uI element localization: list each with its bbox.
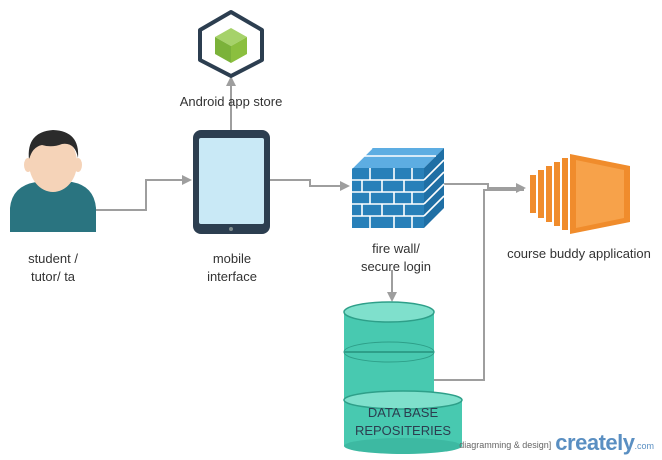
firewall-label-line1: fire wall/ [372,241,420,256]
server-stack-icon [530,154,630,234]
android-package-icon [198,10,264,78]
edge-actor-to-mobile [96,175,192,211]
brick-wall-icon [351,147,445,228]
actor-label-line2: tutor/ ta [30,269,76,284]
creately-watermark: diagramming & design] creately .com [459,432,654,454]
database-cylinder-icon [343,301,463,454]
connectors [96,76,526,381]
appstore-label: Android app store [179,94,283,109]
firewall-label-line2: secure login [360,259,432,274]
application-label: course buddy application [507,246,651,261]
tablet-icon [193,130,270,234]
database-label: DATA BASE REPOSITERIES [344,404,462,440]
student-person-icon [10,130,96,232]
watermark-domain: .com [634,441,654,451]
edge-mobile-to-firewall [270,179,350,191]
mobile-label-line2: interface [207,269,257,284]
watermark-tagline: diagramming & design] [459,440,552,450]
actor-label: student / tutor/ ta [12,250,94,286]
database-label-line1: DATA BASE [367,405,439,420]
watermark-logo: creately [555,430,635,455]
firewall-label: fire wall/ secure login [348,240,444,276]
edge-firewall-to-application [444,183,526,193]
actor-label-line1: student / [28,251,78,266]
mobile-label: mobile interface [186,250,278,286]
database-label-line2: REPOSITERIES [354,423,452,438]
mobile-label-line1: mobile [212,251,252,266]
